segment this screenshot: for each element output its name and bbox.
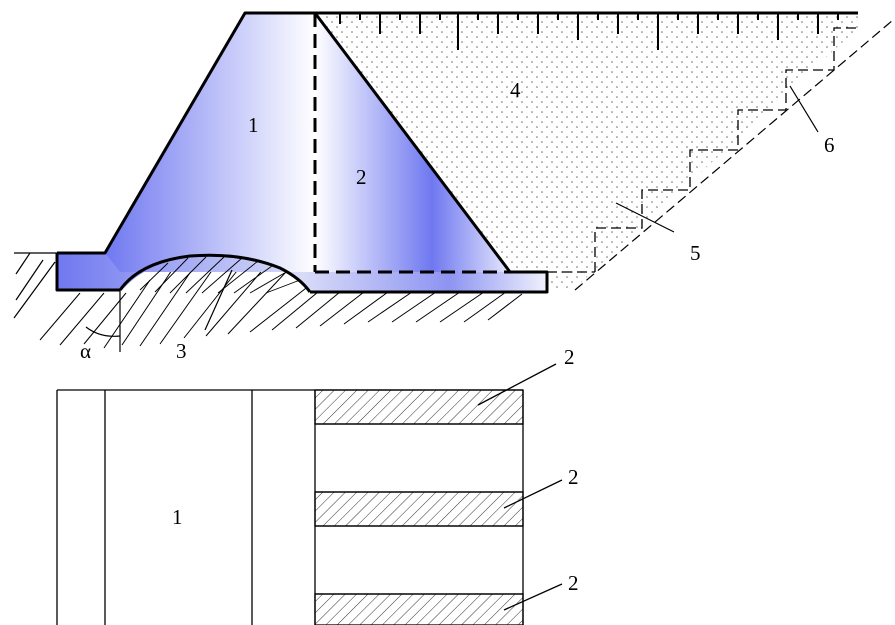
label-plan-part-1: 1	[172, 505, 183, 529]
label-part-2: 2	[356, 165, 367, 189]
plan-view	[56, 363, 563, 625]
label-part-4: 4	[510, 78, 521, 102]
slip-plane-dashed	[547, 19, 894, 291]
foundation-slab-body	[57, 253, 547, 292]
label-part-5: 5	[690, 241, 701, 265]
label-part-1: 1	[248, 113, 259, 137]
angle-alpha-indicator	[85, 290, 121, 352]
plan-buttress-strip-top	[314, 389, 524, 425]
leader-lines	[204, 85, 819, 331]
label-part-6: 6	[824, 133, 835, 157]
backfill-soil-zone	[315, 14, 858, 288]
foundation-soil-hatching	[39, 261, 523, 349]
plan-buttress-strip-middle	[314, 491, 524, 527]
rock-outcrop-hatching	[139, 256, 301, 294]
backfill-surface-ticks	[315, 11, 858, 50]
label-alpha: α	[80, 339, 91, 363]
label-plan-part-2-top: 2	[564, 345, 575, 369]
ground-surface-left	[13, 252, 57, 319]
label-plan-part-2-middle: 2	[568, 465, 579, 489]
wall-front-part-1	[105, 13, 315, 272]
plan-buttress-strip-bottom	[314, 593, 524, 625]
label-part-3: 3	[176, 339, 187, 363]
part-2-dashed-boundary	[313, 13, 510, 274]
stepped-excavation-line	[594, 27, 858, 272]
label-plan-part-2-bottom: 2	[568, 571, 579, 595]
